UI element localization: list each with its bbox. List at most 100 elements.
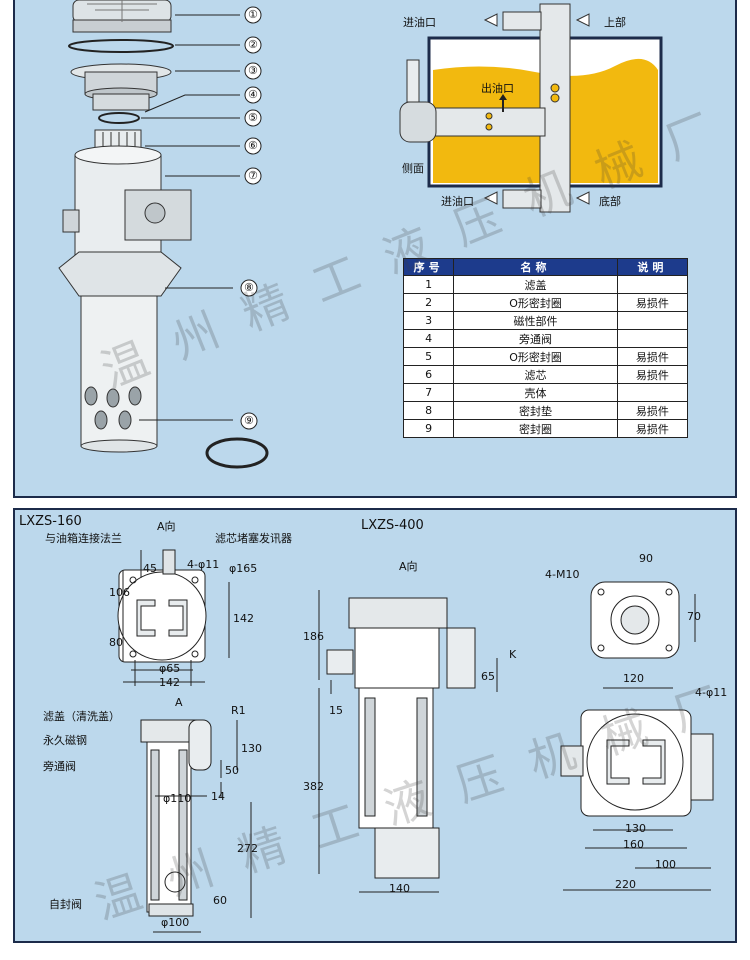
cell-no: 2 [402, 293, 455, 312]
dim-220: 220 [615, 878, 636, 891]
suction-tube [80, 295, 158, 453]
seal-ring-part [205, 437, 269, 469]
lxzs160-model-title: LXZS-160 [19, 514, 82, 529]
dim-80: 80 [109, 636, 123, 649]
cell-note: 易损件 [616, 419, 689, 438]
dim-phi65: φ65 [159, 662, 181, 675]
callout-circles [240, 6, 262, 430]
callout-7: ⑦ [248, 169, 258, 182]
callout-3: ③ [248, 64, 258, 77]
dim-60: 60 [213, 894, 227, 907]
cell-note: 易损件 [616, 401, 689, 420]
o-ring-part [68, 39, 174, 53]
dim-382: 382 [303, 780, 324, 793]
cell-note [616, 275, 689, 294]
side-label: 侧面 [402, 162, 424, 175]
cell-no: 7 [402, 383, 455, 402]
lxzs400-flange-view [590, 581, 696, 689]
inlet-bottom-label: 进油口 [441, 195, 474, 208]
dim-45: 45 [143, 562, 157, 575]
lxzs160-section-view [140, 719, 252, 933]
bottom-label: 底部 [599, 195, 621, 208]
cell-note [616, 329, 689, 348]
cell-note [616, 311, 689, 330]
dimension-drawing-panel: LXZS-160 与油箱连接法兰 A向 滤芯堵塞发讯器 4-φ11 φ165 4… [13, 508, 750, 943]
cell-no: 9 [402, 419, 455, 438]
k-label: K [509, 648, 517, 661]
callout-9: ⑨ [244, 414, 254, 427]
r1-label: R1 [231, 704, 246, 717]
dim-140: 140 [389, 882, 410, 895]
a-direction-400-label: A向 [399, 560, 418, 573]
exploded-view-panel: ① ② ③ ④ ⑤ ⑥ ⑦ ⑧ ⑨ 进油口 上部 出油口 侧面 进油口 底部 序… [13, 0, 748, 498]
cell-name: 滤盖 [453, 275, 618, 294]
holes-400-label: 4-φ11 [695, 686, 728, 699]
cover-label: 滤盖（清洗盖） [43, 710, 120, 723]
header-note: 说明 [616, 258, 689, 276]
dim-272: 272 [237, 842, 258, 855]
a-direction-side-label: A [175, 696, 183, 709]
cell-name: 密封圈 [453, 419, 618, 438]
bypass-label: 旁通阀 [43, 760, 76, 773]
holes-label: 4-φ11 [187, 558, 220, 571]
dim-130: 130 [241, 742, 262, 755]
lxzs160-top-view [117, 549, 230, 686]
dim-142-horizontal: 142 [159, 676, 180, 689]
header-no: 序号 [402, 258, 455, 276]
dim-70: 70 [687, 610, 701, 623]
cell-note: 易损件 [616, 347, 689, 366]
flange-label: 与油箱连接法兰 [45, 532, 122, 545]
callout-2: ② [248, 38, 258, 51]
dim-50: 50 [225, 764, 239, 777]
dim-90: 90 [639, 552, 653, 565]
lxzs400-top-view [560, 709, 714, 891]
dim-120: 120 [623, 672, 644, 685]
bypass-valve-part [92, 93, 150, 111]
dim-15: 15 [329, 704, 343, 717]
cell-no: 6 [402, 365, 455, 384]
cell-no: 1 [402, 275, 455, 294]
cell-note: 易损件 [616, 293, 689, 312]
gasket-part [58, 251, 182, 297]
dim-106: 106 [109, 586, 130, 599]
exploded-view-drawing [58, 0, 663, 469]
dim-186: 186 [303, 630, 324, 643]
outlet-label: 出油口 [481, 82, 514, 95]
header-name: 名称 [453, 258, 618, 276]
self-seal-label: 自封阀 [49, 898, 82, 911]
dimension-drawing [117, 549, 714, 933]
callout-1: ① [248, 8, 258, 21]
dim-100-400: 100 [655, 858, 676, 871]
table-header-row: 序号 名称 说明 [402, 258, 689, 276]
dim-142-vertical: 142 [233, 612, 254, 625]
leader-lines [139, 14, 240, 421]
callout-6: ⑥ [248, 139, 258, 152]
dia165-label: φ165 [229, 562, 258, 575]
callout-4: ④ [248, 88, 258, 101]
cell-name: 壳体 [453, 383, 618, 402]
dim-130-400: 130 [625, 822, 646, 835]
cell-name: 滤芯 [453, 365, 618, 384]
lxzs400-model-title: LXZS-400 [361, 518, 424, 533]
dim-65-400: 65 [481, 670, 495, 683]
oil-tank-schematic [399, 3, 663, 213]
cell-no: 4 [402, 329, 455, 348]
sensor-label: 滤芯堵塞发讯器 [215, 532, 292, 545]
cell-name: O形密封圈 [453, 347, 618, 366]
cell-name: 磁性部件 [453, 311, 618, 330]
dim-phi110: φ110 [163, 792, 192, 805]
lxzs400-section-view [318, 590, 498, 893]
callout-8: ⑧ [244, 281, 254, 294]
housing-part [62, 145, 192, 256]
dim-phi100: φ100 [161, 916, 190, 929]
cell-note [616, 383, 689, 402]
